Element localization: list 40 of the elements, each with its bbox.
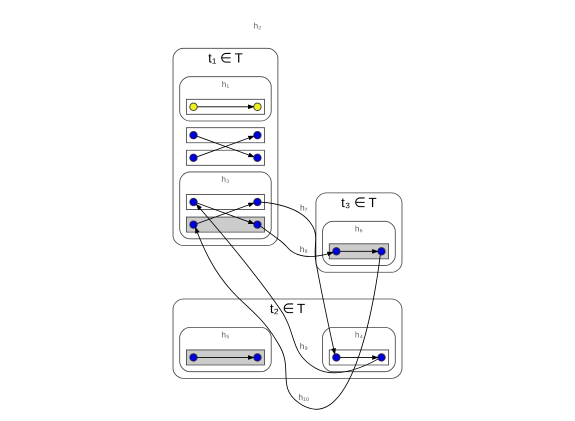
label: h₂ [253, 20, 262, 31]
node-circle [253, 131, 262, 140]
arrow [260, 226, 334, 257]
node-circle [189, 220, 198, 229]
node-circle [189, 131, 198, 140]
node-circle [189, 353, 198, 362]
cluster [186, 350, 265, 366]
cluster [186, 127, 265, 144]
arrow [340, 249, 379, 254]
cluster [328, 350, 390, 366]
node-circle [189, 102, 198, 111]
cluster [328, 243, 390, 260]
node-circle [253, 154, 262, 162]
cluster [186, 150, 265, 166]
cluster [186, 98, 265, 115]
arrow [196, 136, 255, 158]
node-circle [189, 198, 198, 206]
node-circle [253, 353, 262, 362]
arrow [195, 226, 381, 410]
node-circle [189, 154, 198, 162]
edge-label: h₈ [300, 244, 308, 254]
node-circle [332, 247, 341, 256]
node-circle [253, 220, 262, 229]
cluster: h₁ [179, 76, 272, 122]
edge-label: h₁₀ [298, 392, 310, 402]
cluster: h₄ [322, 326, 396, 372]
arrow [196, 204, 378, 374]
cluster: h₃ [179, 172, 272, 240]
cluster: h₆ [322, 220, 396, 266]
cluster: h₅ [179, 326, 272, 372]
edge-label: h₇ [300, 202, 308, 212]
arrow [340, 355, 379, 360]
node-circle [377, 247, 386, 256]
node-circle [253, 102, 262, 111]
edge-label: h₉ [300, 341, 308, 352]
node-circle [253, 198, 262, 206]
arrow [260, 202, 336, 356]
arrow [196, 355, 255, 360]
node-circle [332, 353, 341, 362]
node-circle [377, 353, 386, 362]
